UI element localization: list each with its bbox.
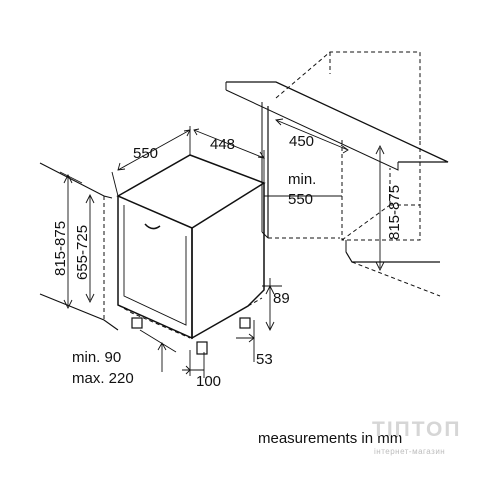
measurements-caption: measurements in mm [258, 430, 403, 447]
dim-foot-offset: 100 [196, 373, 221, 390]
dim-plinth-depth: 53 [256, 351, 273, 368]
foot-icon [239, 317, 251, 329]
cabinet-niche [225, 51, 449, 297]
dim-plinth-min: min. 90 [72, 349, 121, 366]
dim-depth: 550 [133, 145, 158, 162]
watermark-subtitle: інтернет-магазин [374, 447, 446, 456]
dishwasher-body [116, 154, 266, 355]
dim-niche-height-left: 815-875 [52, 221, 69, 276]
dim-plinth-max: max. 220 [72, 370, 134, 387]
countertop [226, 81, 449, 163]
watermark-brand: ТІПТОП [372, 418, 462, 441]
dimension-lines [59, 126, 282, 378]
door-handle-icon [144, 223, 161, 230]
dim-plinth-height: 89 [273, 290, 290, 307]
floor-lines [39, 162, 119, 331]
dim-cabinet-depth: 450 [289, 133, 314, 150]
dim-niche-height-right: 815-875 [386, 185, 403, 240]
dim-width: 448 [210, 136, 235, 153]
foot-icon [196, 341, 208, 355]
dim-min-depth-line2: 550 [288, 191, 313, 208]
dim-min-depth-line1: min. [288, 171, 316, 188]
dim-appliance-height: 655-725 [74, 225, 91, 280]
foot-icon [131, 317, 143, 329]
